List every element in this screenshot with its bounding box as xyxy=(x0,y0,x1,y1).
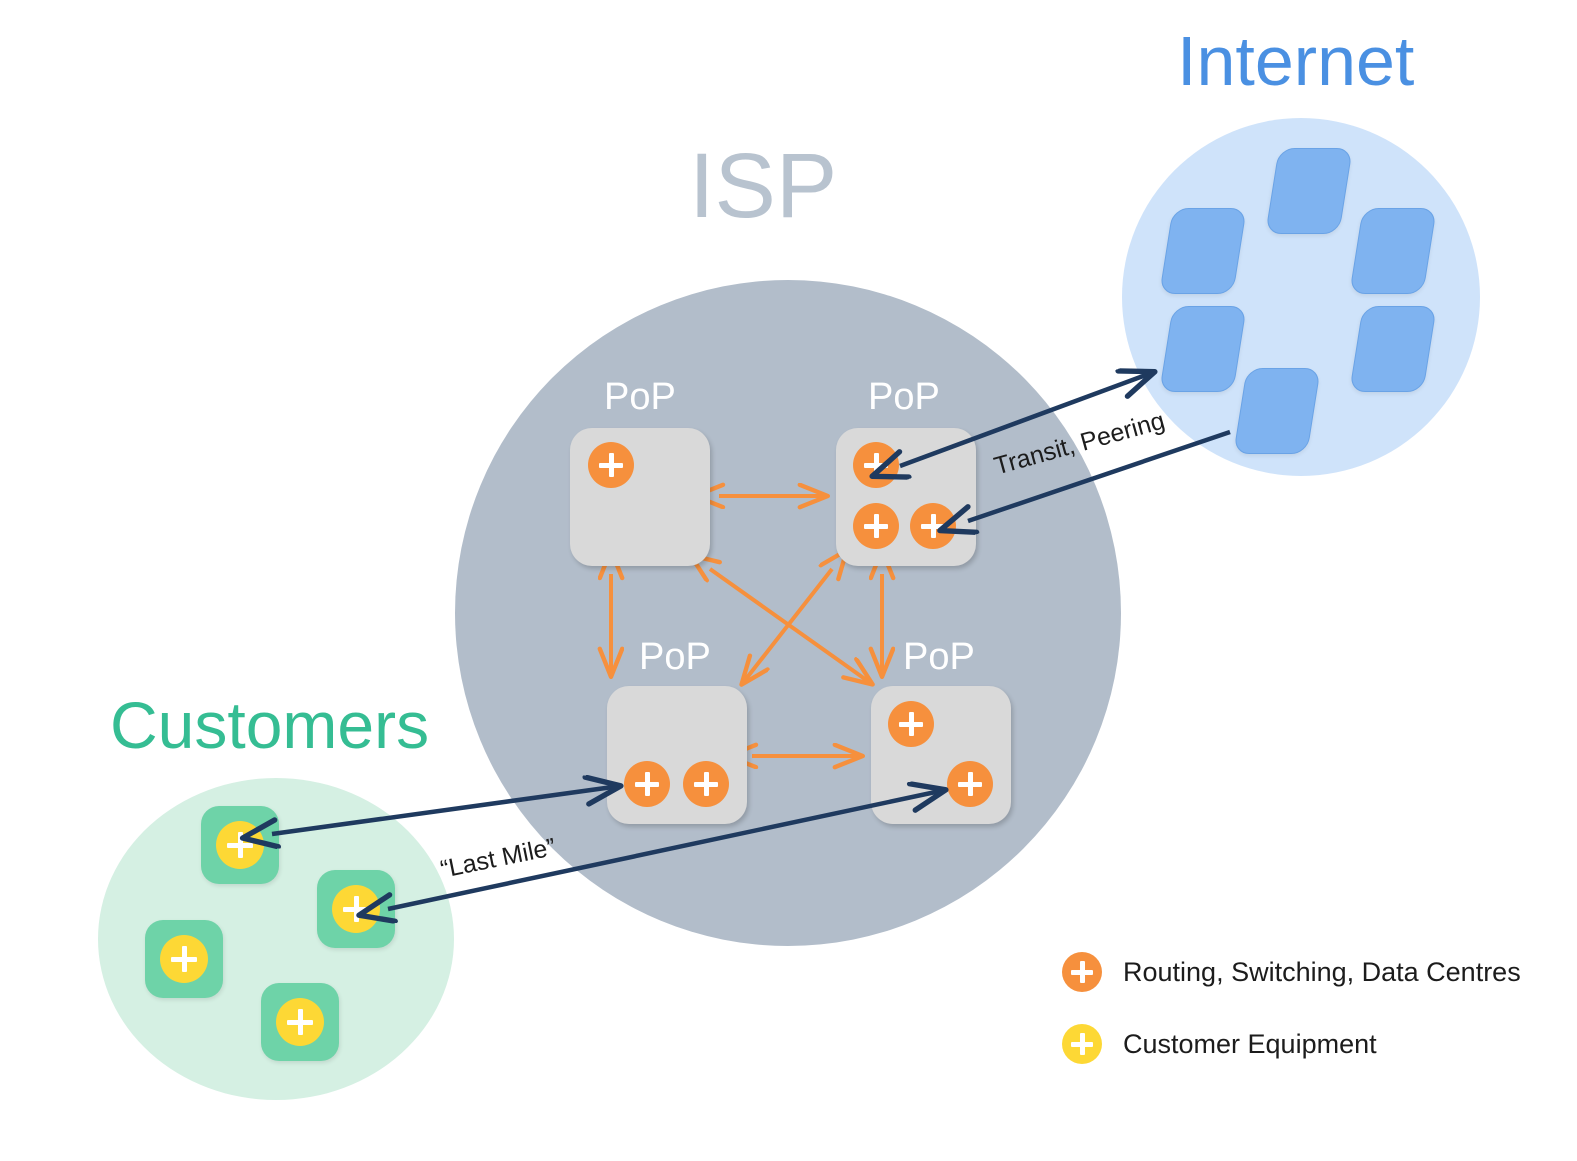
isp-node xyxy=(588,442,634,488)
customer-node xyxy=(276,998,324,1046)
plus-circle-icon xyxy=(1062,952,1102,992)
plus-icon-v xyxy=(1079,961,1085,983)
legend-label: Customer Equipment xyxy=(1123,1028,1377,1059)
link-transit-lower xyxy=(968,429,1231,521)
isp-node xyxy=(888,701,934,747)
plus-icon-v xyxy=(181,946,187,972)
legend: Routing, Switching, Data Centres Custome… xyxy=(1062,945,1521,1071)
plus-icon-v xyxy=(1079,1033,1085,1055)
link-lastmile-upper xyxy=(272,786,620,834)
isp-node xyxy=(947,761,993,807)
plus-icon-v xyxy=(608,453,614,477)
plus-icon-v xyxy=(908,712,914,736)
pop-label: PoP xyxy=(903,636,975,678)
legend-item-routing: Routing, Switching, Data Centres xyxy=(1062,945,1521,999)
plus-icon-v xyxy=(353,896,359,922)
pop-label: PoP xyxy=(604,376,676,418)
legend-item-customer: Customer Equipment xyxy=(1062,1017,1521,1071)
legend-label: Routing, Switching, Data Centres xyxy=(1123,956,1521,987)
link-lastmile-lower xyxy=(388,790,945,909)
isp-title: ISP xyxy=(689,135,838,237)
pop-label: PoP xyxy=(639,636,711,678)
plus-icon-v xyxy=(930,514,936,538)
plus-circle-icon xyxy=(1062,1024,1102,1064)
link-transit-upper xyxy=(900,372,1154,466)
customer-node xyxy=(160,935,208,983)
plus-icon-v xyxy=(297,1009,303,1035)
customers-title: Customers xyxy=(110,688,430,762)
link-tr-bl xyxy=(742,569,832,684)
isp-node xyxy=(853,503,899,549)
internet-title: Internet xyxy=(1177,22,1415,100)
plus-icon-v xyxy=(873,514,879,538)
plus-icon-v xyxy=(967,772,973,796)
